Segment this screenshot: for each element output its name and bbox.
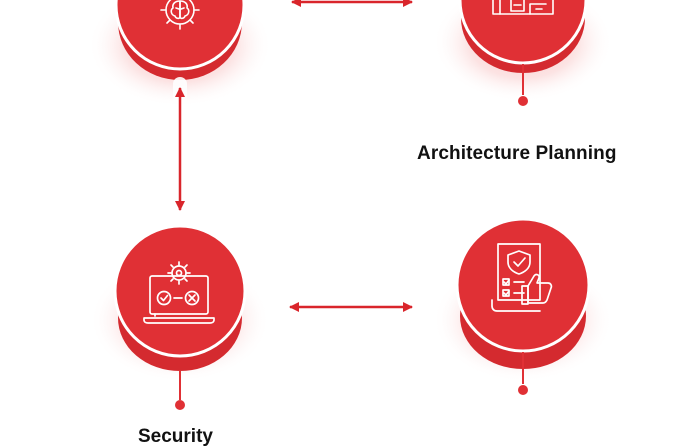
node-top-right [433,0,613,106]
node-stem-dot [518,96,528,106]
node-label-architecture-planning: Architecture Planning [417,143,617,164]
node-stem-dot [518,385,528,395]
laptop-settings-icon [143,261,215,324]
brain-gear-icon [160,0,200,30]
node-disc [113,224,247,358]
node-stem-dot [175,400,185,410]
node-top-left [88,0,272,107]
node-disc [458,0,588,65]
node-disc [114,0,246,71]
node-bottom-right [433,217,613,395]
node-label-security: Security [138,426,213,447]
node-bottom-left [90,224,270,410]
shield-document-thumbs-up-icon [491,243,553,312]
architecture-blueprint-icon [492,0,554,15]
node-disc [455,217,591,353]
